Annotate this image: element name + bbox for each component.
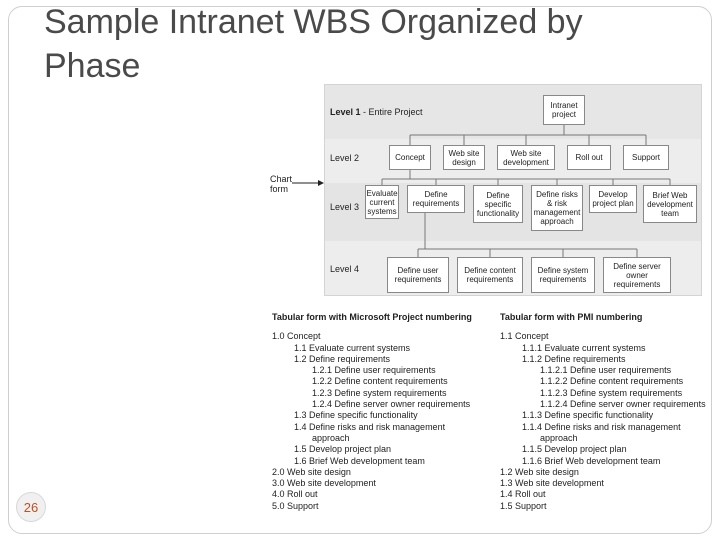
tabular-pmi-row: 1.1.1 Evaluate current systems xyxy=(522,342,646,353)
tabular-msp-row: 1.3 Define specific functionality xyxy=(294,410,418,421)
tabular-pmi-row: 1.5 Support xyxy=(500,500,547,511)
tabular-pmi-row: 1.3 Web site development xyxy=(500,478,604,489)
tabular-msp-row: approach xyxy=(312,432,350,443)
chart-form-label-line2: form xyxy=(270,184,288,194)
tabular-pmi-row: 1.1.2.3 Define system requirements xyxy=(540,387,683,398)
tabular-pmi-row: 1.1.6 Brief Web development team xyxy=(522,455,661,466)
tabular-msp-row: 3.0 Web site development xyxy=(272,478,376,489)
page-number: 26 xyxy=(16,492,46,522)
tabular-msp-row: 2.0 Web site design xyxy=(272,466,351,477)
tabular-msp-row: 1.1 Evaluate current systems xyxy=(294,342,411,353)
connector-lines xyxy=(381,125,671,257)
tabular-msp-header: Tabular form with Microsoft Project numb… xyxy=(272,312,472,322)
wbs-node-level4: Define system requirements xyxy=(531,257,595,293)
tabular-pmi-row: 1.2 Web site design xyxy=(500,466,579,477)
chart-form-label-line1: Chart xyxy=(270,174,293,184)
wbs-chart: Level 1 - Entire Project Level 2 Level 3… xyxy=(324,84,702,296)
wbs-node-level2: Roll out xyxy=(567,145,611,170)
tabular-msp-row: 1.6 Brief Web development team xyxy=(294,455,425,466)
wbs-node-level3: Brief Web development team xyxy=(643,185,697,223)
wbs-node-level2: Concept xyxy=(389,145,431,170)
tabular-pmi-row: 1.1.2.1 Define user requirements xyxy=(540,365,672,376)
level-label-1: Level 1 - Entire Project xyxy=(330,107,423,117)
tabular-msp-row: 1.2.1 Define user requirements xyxy=(312,365,436,376)
wbs-node-level2: Web site development xyxy=(497,145,555,170)
level-label-1-bold: Level 1 xyxy=(330,107,361,117)
page-title: Sample Intranet WBS Organized by Phase xyxy=(44,3,583,85)
tabular-pmi-row: 1.1.2.4 Define server owner requirements xyxy=(540,399,706,410)
tabular-pmi-row: 1.1.4 Define risks and risk management xyxy=(522,421,681,432)
level-label-2: Level 2 xyxy=(330,153,360,163)
wbs-node-level3: Define risks & risk management approach xyxy=(531,185,583,231)
wbs-node-level2: Web site design xyxy=(443,145,485,170)
tabular-pmi-row: 1.4 Roll out xyxy=(500,489,546,500)
wbs-node-level3: Define requirements xyxy=(407,185,465,213)
level-label-4: Level 4 xyxy=(330,264,360,274)
tabular-pmi-row: 1.1 Concept xyxy=(500,331,549,342)
tabular-msp-row: 4.0 Roll out xyxy=(272,489,318,500)
tabular-pmi: Tabular form with PMI numbering 1.1 Conc… xyxy=(500,312,718,512)
wbs-node-level3: Evaluate current systems xyxy=(365,185,399,219)
wbs-node-level2: Support xyxy=(623,145,669,170)
wbs-node-level3: Develop project plan xyxy=(589,185,637,213)
wbs-node-root: Intranet project xyxy=(543,95,585,125)
wbs-node-level3: Define specific functionality xyxy=(473,185,523,223)
wbs-node-level4: Define server owner requirements xyxy=(603,257,671,293)
tabular-pmi-row: approach xyxy=(540,432,578,443)
tabular-pmi-row: 1.1.5 Develop project plan xyxy=(522,444,627,455)
right-arrow-icon xyxy=(292,180,324,186)
tabular-pmi-row: 1.1.2.2 Define content requirements xyxy=(540,376,684,387)
tabular-msp-row: 1.4 Define risks and risk management xyxy=(294,421,446,432)
wbs-node-level4: Define content requirements xyxy=(457,257,523,293)
tabular-msp-row: 1.2 Define requirements xyxy=(294,353,391,364)
tabular-msp: Tabular form with Microsoft Project numb… xyxy=(272,312,492,512)
tabular-msp-row: 1.2.2 Define content requirements xyxy=(312,376,448,387)
tabular-pmi-header: Tabular form with PMI numbering xyxy=(500,312,643,322)
tabular-msp-row: 5.0 Support xyxy=(272,500,319,511)
tabular-msp-row: 1.5 Develop project plan xyxy=(294,444,392,455)
tabular-msp-row: 1.2.3 Define system requirements xyxy=(312,387,447,398)
level-label-1-text: - Entire Project xyxy=(360,107,423,117)
tabular-pmi-row: 1.1.2 Define requirements xyxy=(522,353,626,364)
slide-frame xyxy=(8,6,712,534)
wbs-node-level4: Define user requirements xyxy=(387,257,449,293)
chart-form-label: Chart form xyxy=(270,174,292,194)
level-label-3: Level 3 xyxy=(330,202,360,212)
tabular-pmi-row: 1.1.3 Define specific functionality xyxy=(522,410,654,421)
tabular-msp-row: 1.0 Concept xyxy=(272,331,321,342)
level-band-1 xyxy=(325,85,701,139)
tabular-msp-row: 1.2.4 Define server owner requirements xyxy=(312,399,471,410)
